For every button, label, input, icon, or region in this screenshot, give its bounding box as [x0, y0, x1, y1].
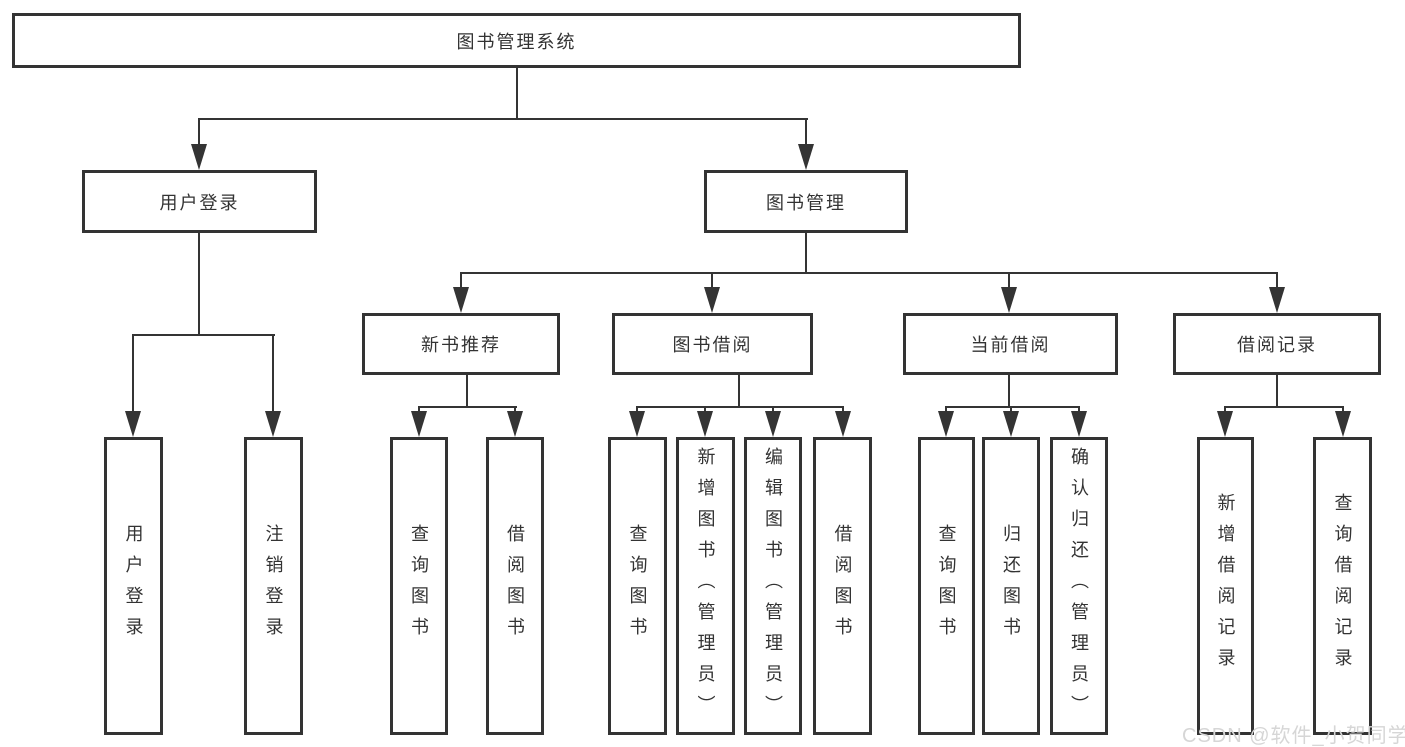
node-borrow-records: 借阅记录 — [1173, 313, 1381, 375]
leaf-nb-borrow-books-label: 借阅图书 — [505, 524, 525, 648]
leaf-bb-add-books-admin-label: 新增图书（管理员） — [695, 446, 716, 726]
arrow-down-icon — [704, 287, 720, 313]
leaf-bb-query-books: 查询图书 — [608, 437, 667, 735]
node-root: 图书管理系统 — [12, 13, 1021, 68]
node-book-management-label: 图书管理 — [766, 192, 846, 213]
arrow-down-icon — [1071, 411, 1087, 437]
leaf-user-login: 用户登录 — [104, 437, 163, 735]
leaf-br-query-borrow-record: 查询借阅记录 — [1313, 437, 1372, 735]
leaf-bb-add-books-admin: 新增图书（管理员） — [676, 437, 735, 735]
leaf-nb-query-books: 查询图书 — [390, 437, 448, 735]
connector-l3-stub-1 — [460, 272, 462, 290]
leaf-bb-query-books-label: 查询图书 — [627, 524, 648, 648]
leaf-nb-borrow-books: 借阅图书 — [486, 437, 544, 735]
connector-book-mgmt-drop — [805, 231, 807, 274]
arrow-down-icon — [411, 411, 427, 437]
arrow-down-icon — [1217, 411, 1233, 437]
connector-br-drop — [1276, 374, 1278, 408]
connector-bus-br — [1224, 406, 1344, 408]
node-book-borrow: 图书借阅 — [612, 313, 813, 375]
leaf-nb-query-books-label: 查询图书 — [409, 524, 429, 648]
connector-bus-user-login — [132, 334, 275, 336]
connector-l3-stub-3 — [1008, 272, 1010, 290]
leaf-br-add-borrow-record: 新增借阅记录 — [1197, 437, 1254, 735]
connector-bus-level3 — [460, 272, 1278, 274]
node-borrow-records-label: 借阅记录 — [1237, 335, 1317, 355]
arrow-down-icon — [453, 287, 469, 313]
connector-bus-bb — [636, 406, 844, 408]
csdn-watermark: CSDN @软件_小贺同学 — [1182, 725, 1405, 747]
leaf-bb-edit-books-admin-label: 编辑图书（管理员） — [763, 446, 783, 726]
arrow-down-icon — [265, 411, 281, 437]
connector-user-login-drop — [198, 231, 200, 336]
arrow-down-icon — [125, 411, 141, 437]
leaf-cb-query-books-label: 查询图书 — [936, 524, 957, 648]
connector-root-drop — [516, 67, 518, 120]
arrow-down-icon — [1001, 287, 1017, 313]
node-user-login-label: 用户登录 — [159, 192, 240, 213]
node-book-management: 图书管理 — [704, 170, 908, 233]
leaf-logout: 注销登录 — [244, 437, 303, 735]
leaf-cb-return-books: 归还图书 — [982, 437, 1040, 735]
node-current-borrow: 当前借阅 — [903, 313, 1118, 375]
node-root-label: 图书管理系统 — [456, 31, 577, 52]
node-new-book-recommend-label: 新书推荐 — [421, 335, 501, 355]
connector-bb-drop — [738, 374, 740, 408]
leaf-bb-edit-books-admin: 编辑图书（管理员） — [744, 437, 802, 735]
leaf-cb-confirm-return-admin-label: 确认归还（管理员） — [1069, 446, 1089, 726]
arrow-down-icon — [1269, 287, 1285, 313]
connector-bus-level2 — [198, 118, 808, 120]
arrow-down-icon — [1003, 411, 1019, 437]
node-current-borrow-label: 当前借阅 — [970, 335, 1051, 355]
arrow-down-icon — [1335, 411, 1351, 437]
leaf-br-add-borrow-record-label: 新增借阅记录 — [1215, 493, 1236, 679]
connector-l3-stub-4 — [1276, 272, 1278, 290]
leaf-cb-confirm-return-admin: 确认归还（管理员） — [1050, 437, 1108, 735]
connector-ul-arm-1 — [132, 334, 134, 414]
connector-book-mgmt-stub — [805, 118, 807, 148]
arrow-down-icon — [191, 144, 207, 170]
node-book-borrow-label: 图书借阅 — [672, 335, 753, 355]
connector-l3-stub-2 — [711, 272, 713, 290]
leaf-br-query-borrow-record-label: 查询借阅记录 — [1332, 493, 1353, 679]
arrow-down-icon — [507, 411, 523, 437]
connector-bus-nb — [418, 406, 517, 408]
connector-ul-arm-2 — [272, 334, 274, 414]
node-new-book-recommend: 新书推荐 — [362, 313, 560, 375]
leaf-user-login-label: 用户登录 — [123, 524, 144, 648]
node-user-login: 用户登录 — [82, 170, 317, 233]
arrow-down-icon — [835, 411, 851, 437]
connector-cb-drop — [1008, 374, 1010, 408]
arrow-down-icon — [798, 144, 814, 170]
leaf-cb-return-books-label: 归还图书 — [1001, 524, 1021, 648]
leaf-logout-label: 注销登录 — [263, 524, 284, 648]
arrow-down-icon — [697, 411, 713, 437]
leaf-cb-query-books: 查询图书 — [918, 437, 975, 735]
connector-nb-drop — [466, 374, 468, 408]
connector-user-login-stub — [198, 118, 200, 148]
arrow-down-icon — [938, 411, 954, 437]
arrow-down-icon — [629, 411, 645, 437]
arrow-down-icon — [765, 411, 781, 437]
connector-bus-cb — [945, 406, 1080, 408]
leaf-bb-borrow-books: 借阅图书 — [813, 437, 872, 735]
leaf-bb-borrow-books-label: 借阅图书 — [832, 524, 853, 648]
